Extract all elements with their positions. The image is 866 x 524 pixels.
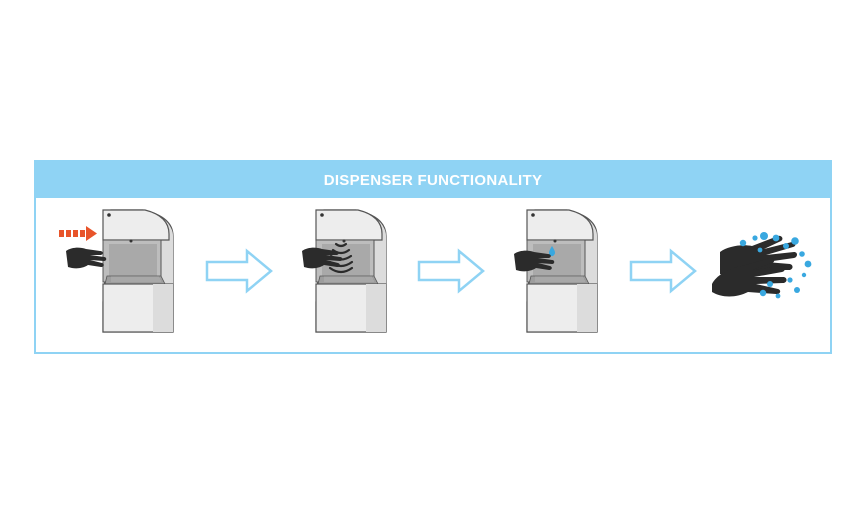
arrow-right-icon <box>417 249 485 293</box>
dispenser-icon <box>102 209 174 333</box>
dispenser-icon <box>315 209 387 333</box>
step-3 <box>514 209 598 333</box>
motion-arrow-icon <box>59 226 97 241</box>
step-4 <box>712 232 812 299</box>
panel-title: DISPENSER FUNCTIONALITY <box>323 171 543 189</box>
panel-header: DISPENSER FUNCTIONALITY <box>36 162 830 198</box>
dispenser-icon <box>526 209 598 333</box>
step-1 <box>59 209 174 333</box>
arrow-right-icon <box>629 249 697 293</box>
soap-bubbles-icon <box>739 232 812 299</box>
washing-hands-icon <box>712 235 797 297</box>
soap-drop-icon <box>548 246 556 257</box>
arrow-right-icon <box>205 249 273 293</box>
hand-icon <box>66 247 107 269</box>
step-2 <box>302 209 387 333</box>
